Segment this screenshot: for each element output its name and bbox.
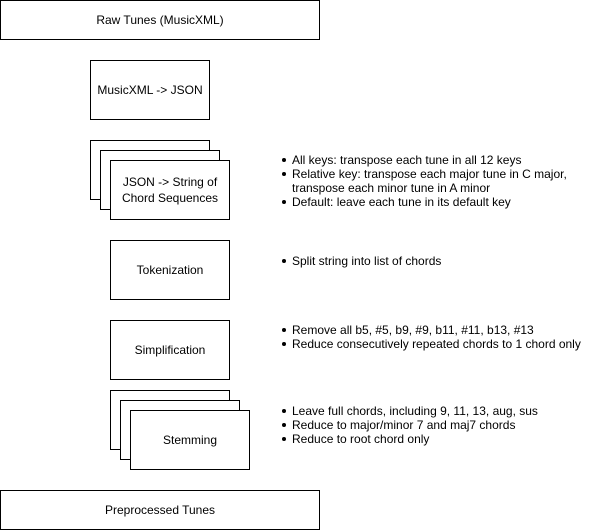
- tokenization-box: Tokenization: [110, 240, 230, 300]
- tokenization-notes: Split string into list of chords: [280, 254, 441, 268]
- note-default-key: Default: leave each tune in its default …: [280, 195, 567, 209]
- simplification-box: Simplification: [110, 320, 230, 380]
- note-remove-extensions: Remove all b5, #5, b9, #9, b11, #11, b13…: [280, 323, 581, 337]
- note-reduce-repeats: Reduce consecutively repeated chords to …: [280, 337, 581, 351]
- preprocessed-tunes-label: Preprocessed Tunes: [104, 503, 216, 517]
- tokenization-label: Tokenization: [136, 263, 204, 277]
- stemming-label: Stemming: [162, 433, 218, 447]
- stemming-notes: Leave full chords, including 9, 11, 13, …: [280, 404, 538, 446]
- simplification-label: Simplification: [134, 343, 206, 357]
- json-to-chords-label-line1: JSON -> String of: [122, 175, 218, 189]
- raw-tunes-label: Raw Tunes (MusicXML): [96, 13, 224, 27]
- note-all-keys: All keys: transpose each tune in all 12 …: [280, 153, 567, 167]
- json-to-chords-label-line2: Chord Sequences: [121, 191, 219, 205]
- note-reduce-to-seventh: Reduce to major/minor 7 and maj7 chords: [280, 418, 538, 432]
- simplification-notes: Remove all b5, #5, b9, #9, b11, #11, b13…: [280, 323, 581, 351]
- musicxml-to-json-label: MusicXML -> JSON: [97, 83, 203, 97]
- note-relative-key: Relative key: transpose each major tune …: [280, 167, 567, 181]
- note-relative-key-continued: transpose each minor tune in A minor: [292, 181, 491, 195]
- note-root-only: Reduce to root chord only: [280, 432, 538, 446]
- note-full-chords: Leave full chords, including 9, 11, 13, …: [280, 404, 538, 418]
- stemming-box: Stemming: [130, 410, 250, 470]
- json-to-chords-notes: All keys: transpose each tune in all 12 …: [280, 153, 567, 209]
- raw-tunes-box: Raw Tunes (MusicXML): [0, 0, 320, 40]
- preprocessed-tunes-box: Preprocessed Tunes: [0, 490, 320, 530]
- note-split-string: Split string into list of chords: [280, 254, 441, 268]
- musicxml-to-json-box: MusicXML -> JSON: [90, 60, 210, 120]
- json-to-chords-box: JSON -> String of Chord Sequences: [110, 160, 230, 220]
